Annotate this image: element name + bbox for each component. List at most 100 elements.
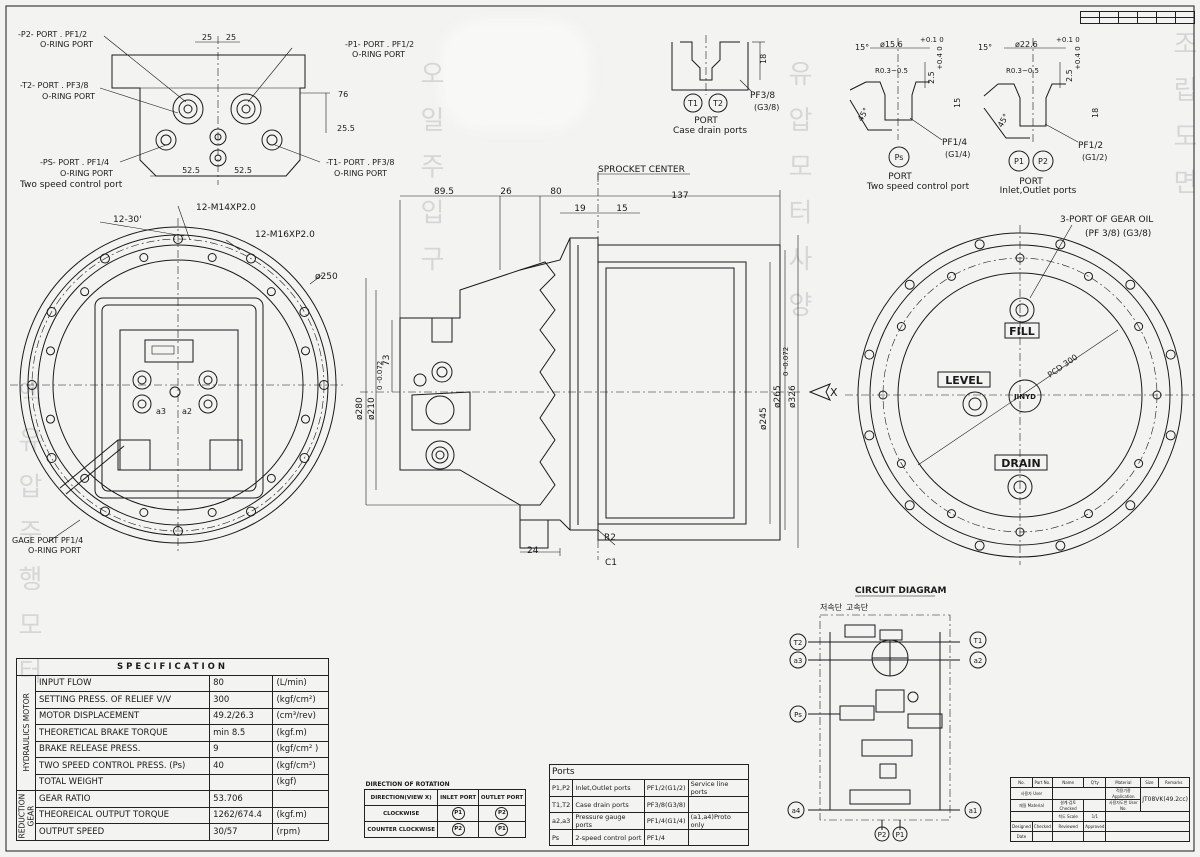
- port-details: 18 PF3/8 (G3/8) T1 T2 PORT Case drain po…: [671, 35, 1107, 196]
- port-desc: Inlet,Outlet ports: [572, 779, 645, 797]
- spec-value: 300: [209, 691, 274, 709]
- port-note: Service line ports: [687, 779, 750, 797]
- port-key: P1,P2: [548, 779, 574, 797]
- p1-port-sub: O-RING PORT: [352, 50, 405, 59]
- bolt-hole: [80, 473, 90, 483]
- bolt-hole: [1134, 459, 1144, 468]
- bolt-hole: [904, 279, 915, 290]
- logo: JINYD: [1013, 393, 1036, 401]
- dim-80: 80: [550, 187, 562, 197]
- gage-port-label: GAGE PORT PF1/4: [12, 536, 83, 545]
- circ-a4: a4: [792, 807, 801, 815]
- ports-caption: Ports: [549, 764, 749, 780]
- pcd-label: PCD 300: [1046, 353, 1079, 380]
- gear-oil-label: 3-PORT OF GEAR OIL: [1060, 215, 1153, 225]
- t1-port-label: -T1- PORT . PF3/8: [326, 158, 394, 167]
- p-port: PORT: [1019, 177, 1043, 187]
- port-desc: Case drain ports: [572, 796, 645, 813]
- bolt-hole: [139, 508, 149, 518]
- spec-unit: (L/min): [272, 674, 329, 692]
- port-top-view: -P2- PORT . PF1/2 O-RING PORT -P1- PORT …: [18, 30, 414, 190]
- spec-unit: (cm³/rev): [272, 707, 329, 725]
- t-port: PORT: [694, 116, 718, 126]
- spec-title: SPECIFICATION: [16, 658, 329, 676]
- tol-15-6: +0.1 0: [920, 36, 944, 44]
- p-caption: Inlet,Outlet ports: [1000, 186, 1077, 196]
- bolt-hole: [301, 414, 311, 424]
- spec-value: 40: [209, 757, 274, 775]
- circ-a1: a1: [969, 807, 978, 815]
- bolt-hole: [896, 322, 906, 331]
- port-desc: 2-speed control port: [572, 829, 645, 846]
- tb-date: Date: [1010, 831, 1033, 842]
- tb-size: Size: [1140, 777, 1159, 788]
- spec-group-gear: REDUCTION GEAR: [16, 790, 36, 840]
- ps-port: PORT: [888, 172, 912, 182]
- dir-port: P2: [451, 823, 465, 836]
- dim-15p: 15: [953, 98, 962, 108]
- dir-header: DIRECTION(VIEW X): [363, 789, 439, 806]
- gear-oil-sub: (PF 3/8) (G3/8): [1085, 229, 1151, 239]
- bolt-hole: [207, 508, 217, 518]
- port-key: T1,T2: [548, 796, 574, 813]
- bolt-hole: [45, 346, 55, 356]
- spec-unit: (kgf/cm²): [272, 691, 329, 709]
- tb-user-no: 사용자도번 User No.: [1105, 799, 1142, 812]
- dim-2-5b: 2.5: [1065, 69, 1074, 82]
- spec-name: GEAR RATIO: [34, 790, 211, 808]
- direction-table: DIRECTION OF ROTATION DIRECTION(VIEW X) …: [363, 780, 527, 838]
- tb-remarks: Remarks: [1157, 777, 1190, 788]
- bolt-label-1: 12-M14XP2.0: [196, 203, 256, 213]
- direction-caption: DIRECTION OF ROTATION: [365, 781, 450, 788]
- dim-19: 19: [574, 204, 586, 214]
- port-size: PF1/4: [643, 829, 689, 846]
- spec-name: OUTPUT SPEED: [34, 823, 211, 841]
- port-desc: Pressure gauge ports: [572, 812, 645, 830]
- ps-port-sub: O-RING PORT: [60, 169, 113, 178]
- fill-label: FILL: [1009, 325, 1035, 338]
- spec-value: [209, 773, 274, 791]
- dim-76: 76: [338, 90, 348, 99]
- pf14-label: PF1/4: [942, 138, 967, 148]
- angle-label: 12-30': [113, 215, 142, 225]
- spec-value: min 8.5: [209, 724, 274, 742]
- tb-apply: 적용기종 Application: [1105, 787, 1142, 800]
- ps-circle: Ps: [895, 153, 904, 162]
- dir-row-label: COUNTER CLOCKWISE: [363, 821, 439, 838]
- pf38-label: PF3/8: [750, 91, 775, 101]
- ps-port-label: -PS- PORT . PF1/4: [40, 158, 109, 167]
- spec-unit: (kgf/cm² ): [272, 740, 329, 758]
- r2-label: R2: [604, 533, 616, 543]
- tb-name: Name: [1051, 777, 1085, 788]
- level-label: LEVEL: [945, 374, 983, 387]
- dim-15: 15: [616, 204, 627, 214]
- a3-label: a3: [156, 407, 166, 416]
- ghost-text-2: 오 일 주 입 구: [415, 60, 445, 278]
- p1-port-label: -P1- PORT . PF1/2: [345, 40, 414, 49]
- dia-265-tol: 0 -0.072: [782, 347, 790, 376]
- port-size: PF1/4(G1/4): [643, 812, 689, 830]
- port-note: [687, 829, 750, 846]
- dim-2-5a: 2.5: [927, 71, 936, 84]
- tb-material-row: 재질 Material: [1010, 799, 1053, 812]
- sprocket-center: SPROCKET CENTER: [598, 165, 685, 175]
- bolt-hole: [266, 473, 276, 483]
- dim-52-5a: 52.5: [182, 166, 200, 175]
- spec-value: 30/57: [209, 823, 274, 841]
- bolt-hole: [266, 287, 276, 297]
- tb-model: JT08VK(49.2cc): [1140, 787, 1190, 812]
- dia-250: ø250: [315, 272, 338, 282]
- tb-qty: Q'ty: [1083, 777, 1107, 788]
- bolt-hole: [46, 453, 57, 463]
- bolt-hole: [80, 287, 90, 297]
- dir-port: P1: [495, 823, 509, 836]
- circuit-title: CIRCUIT DIAGRAM: [855, 586, 946, 596]
- t1-circle: T1: [687, 99, 698, 108]
- dia-265: ø265: [773, 385, 783, 408]
- erased-area: [440, 20, 590, 130]
- spec-name: BRAKE RELEASE PRESS.: [34, 740, 211, 758]
- p1-circle: P1: [1014, 157, 1024, 166]
- angle-15b: 15°: [978, 43, 992, 52]
